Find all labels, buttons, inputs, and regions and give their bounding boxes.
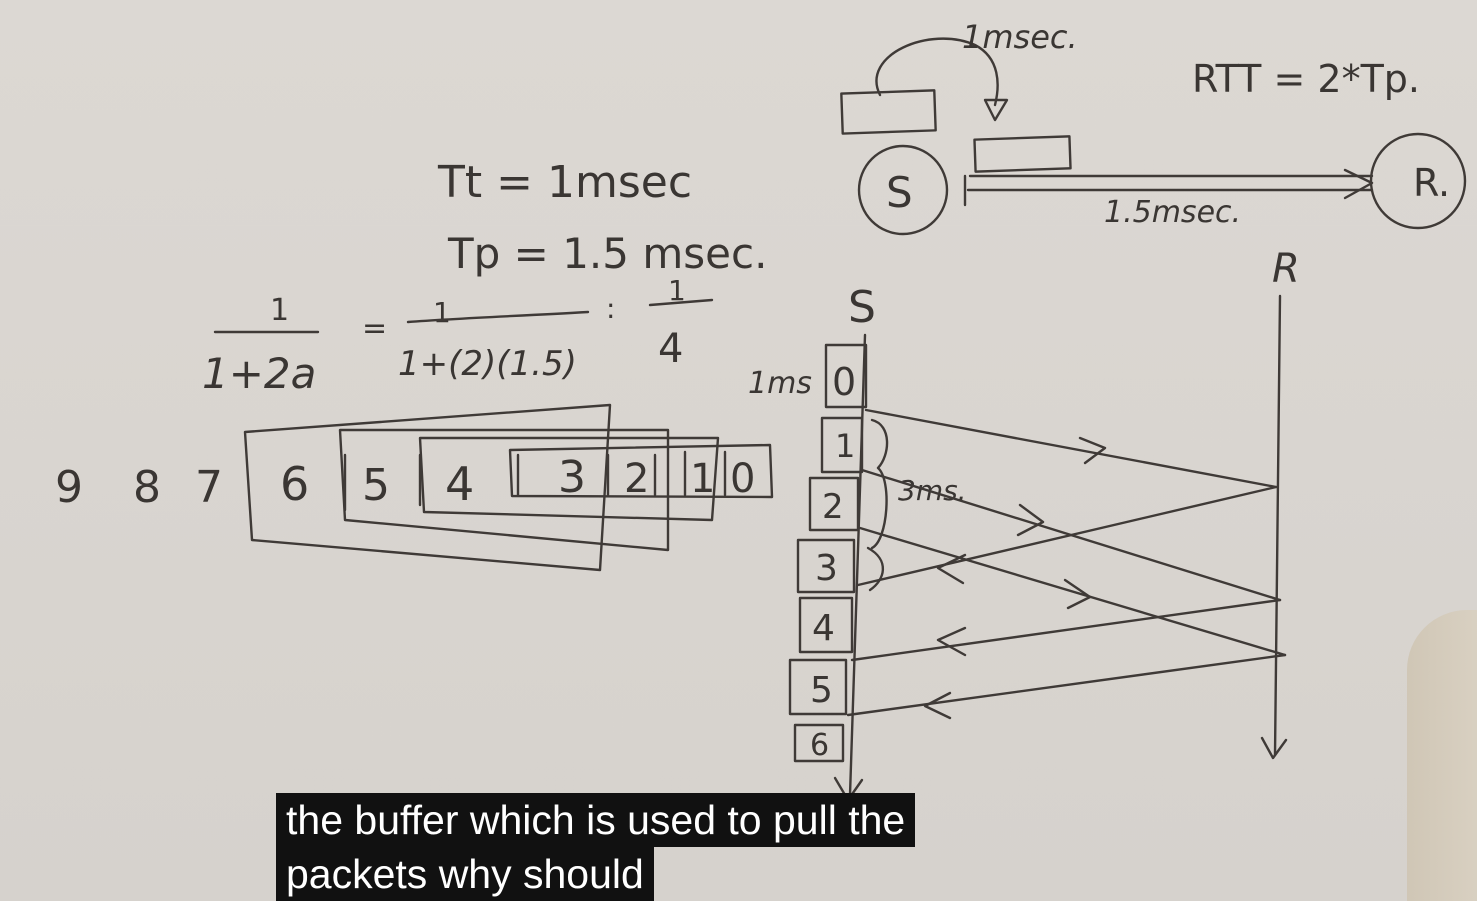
network-sketch: S R. 1msec. RTT = 2*Tp. 1.5msec.: [840, 18, 1467, 236]
fraction-bar-2: [406, 310, 590, 324]
timeline-packet: 6: [810, 728, 829, 763]
queue-packet: 1: [690, 456, 715, 502]
ack-line: [850, 598, 1282, 662]
queue-packet: 9: [55, 462, 83, 513]
timeline-packet: 5: [810, 670, 833, 711]
packet-box-in-transit: [973, 135, 1072, 173]
timeline-packet-box: [793, 723, 845, 763]
queue-packet: 7: [195, 462, 223, 513]
link-arrow-head: [1343, 168, 1374, 200]
window-cell-dividers: [343, 450, 727, 512]
timeline-packet-box: [798, 596, 854, 654]
timeline-packet: 0: [832, 360, 856, 404]
timeline-packet-box: [824, 343, 868, 409]
queue-packet: 6: [280, 457, 309, 511]
queue-packet: 5: [362, 460, 390, 511]
transfer-arrow-head: [983, 98, 1009, 122]
sliding-window-buffer: 9 8 7 6 5 4 3 2 1 0: [55, 403, 774, 572]
receiver-timeline-arrow: [1260, 736, 1288, 760]
efficiency-numerator-2: 1: [433, 296, 451, 329]
queue-packet: 8: [133, 462, 161, 513]
window-frame-inner: [418, 436, 720, 522]
packet-send-line: [864, 408, 1278, 489]
receiver-node-label: R.: [1413, 161, 1450, 205]
efficiency-denominator-3: 4: [658, 326, 683, 372]
queue-packet: 0: [730, 456, 755, 502]
receiver-timeline: [1273, 294, 1282, 757]
packet-send-arrow: [1063, 578, 1092, 610]
link-line: [966, 174, 1374, 192]
window-frame-middle: [338, 428, 670, 552]
caption-line: packets why should: [276, 847, 654, 901]
timeline-packet-box: [808, 476, 860, 532]
tt-formula: Tt = 1msec: [437, 157, 692, 208]
timeline-packet: 2: [822, 487, 844, 527]
window-frame-current: [508, 443, 774, 499]
ack-arrow: [923, 691, 952, 720]
timeline-receiver-label: R: [1272, 246, 1300, 292]
window-time-brace: [870, 418, 889, 550]
receiver-node: [1369, 132, 1467, 230]
efficiency-numerator-3: 1: [668, 274, 686, 307]
timing-diagram: S R 0 1 2 3 4 5 6 1ms 3ms.: [748, 246, 1300, 802]
sender-timeline: [848, 333, 867, 797]
sender-node: [857, 144, 949, 236]
queue-packet: 3: [558, 452, 586, 503]
fraction-bar-3: [648, 298, 714, 307]
transfer-arrow-curve: [875, 37, 999, 107]
video-captions: the buffer which is used to pull the pac…: [276, 793, 916, 901]
packet-send-arrow: [1016, 503, 1045, 537]
rtt-formula: RTT = 2*Tp.: [1192, 57, 1420, 101]
window-frame-outer: [243, 403, 612, 572]
timeline-packet-box: [820, 416, 864, 474]
packet-send-line: [858, 526, 1287, 657]
timeline-packet: 4: [812, 608, 835, 649]
packet-send-arrow: [1078, 436, 1107, 465]
timeline-packet: 1: [835, 427, 855, 465]
window-time-brace-lower: [866, 546, 885, 592]
ack-line: [846, 653, 1287, 717]
tp-formula: Tp = 1.5 msec.: [447, 229, 767, 278]
efficiency-colon: :: [606, 292, 615, 325]
timeline-packet-box: [788, 658, 848, 716]
packet-box-waiting: [840, 89, 937, 135]
window-time-label: 3ms.: [898, 474, 967, 507]
queue-packet: 2: [624, 456, 649, 502]
timeline-sender-label: S: [848, 282, 876, 333]
ack-line: [856, 485, 1278, 587]
ack-arrow: [936, 553, 967, 585]
queue-packet: 4: [445, 457, 474, 511]
sender-node-label: S: [886, 168, 913, 217]
efficiency-numerator-1: 1: [270, 293, 289, 328]
efficiency-denominator-1: 1+2a: [202, 349, 316, 398]
first-packet-time-label: 1ms: [748, 366, 812, 401]
formulas: Tt = 1msec Tp = 1.5 msec. 1 1+2a = 1 1+(…: [202, 157, 767, 398]
caption-line: the buffer which is used to pull the: [276, 793, 916, 847]
presenter-shoulder: [1407, 610, 1477, 901]
timeline-packet: 3: [815, 548, 838, 589]
efficiency-denominator-2: 1+(2)(1.5): [398, 344, 577, 384]
ack-arrow: [936, 626, 967, 657]
efficiency-equals: =: [362, 311, 387, 346]
timeline-packet-box: [796, 538, 856, 594]
tx-time-label: 1msec.: [962, 18, 1078, 56]
prop-time-label: 1.5msec.: [1104, 195, 1241, 230]
